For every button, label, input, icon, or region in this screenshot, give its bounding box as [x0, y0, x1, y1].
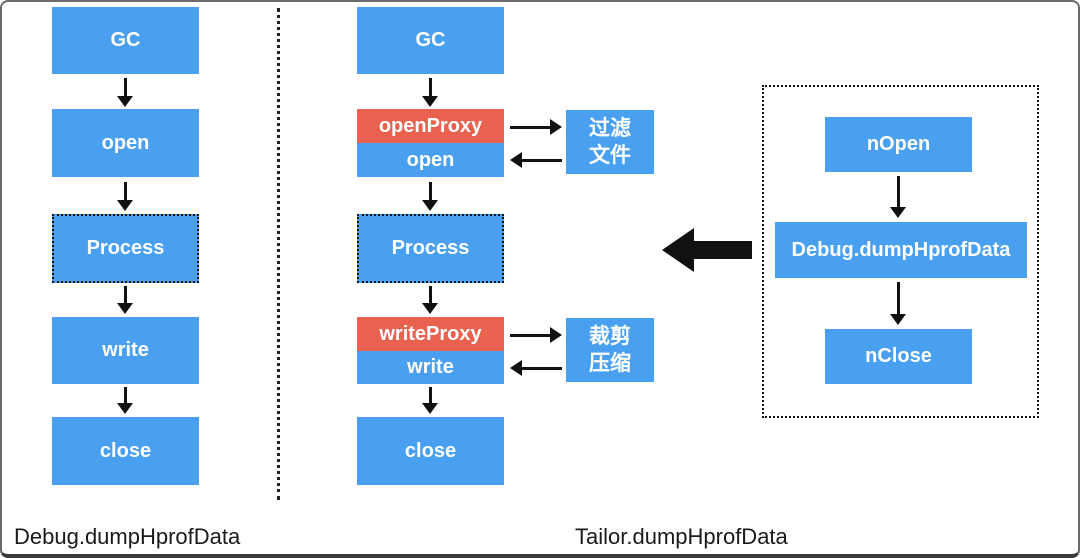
native-flow-group — [762, 85, 1039, 418]
dotted-divider — [277, 8, 280, 500]
node-mid-openproxy: openProxy — [357, 109, 504, 143]
arrow-left-icon — [510, 152, 562, 168]
arrow-down-icon — [422, 78, 438, 107]
filter-file-line1: 过滤 — [589, 117, 631, 140]
arrow-down-icon — [422, 182, 438, 211]
caption-tailor-dumphprofdata: Tailor.dumpHprofData — [575, 524, 788, 549]
node-nclose: nClose — [825, 329, 972, 384]
node-left-close: close — [52, 417, 199, 485]
arrow-down-icon — [117, 286, 133, 314]
arrow-down-icon — [890, 176, 906, 218]
node-debug-dumphprofdata: Debug.dumpHprofData — [775, 222, 1027, 278]
node-mid-process: Process — [357, 214, 504, 283]
node-mid-writeproxy: writeProxy — [357, 317, 504, 351]
arrow-down-icon — [422, 286, 438, 314]
arrow-right-icon — [510, 119, 562, 135]
big-left-arrow-icon — [662, 228, 752, 272]
trim-compress-line1: 裁剪 — [589, 325, 631, 348]
arrow-down-icon — [117, 182, 133, 211]
arrow-left-icon — [510, 360, 562, 376]
arrow-down-icon — [117, 78, 133, 107]
node-mid-close: close — [357, 417, 504, 485]
node-trim-compress: 裁剪 压缩 — [566, 318, 654, 382]
node-mid-open: open — [357, 143, 504, 177]
arrow-down-icon — [890, 282, 906, 325]
arrow-right-icon — [510, 327, 562, 343]
node-left-write: write — [52, 317, 199, 384]
arrow-down-icon — [117, 387, 133, 414]
node-filter-file: 过滤 文件 — [566, 110, 654, 174]
caption-debug-dumphprofdata: Debug.dumpHprofData — [14, 524, 241, 549]
node-left-gc: GC — [52, 7, 199, 74]
node-nopen: nOpen — [825, 117, 972, 172]
node-left-process: Process — [52, 214, 199, 283]
filter-file-line2: 文件 — [589, 144, 631, 167]
node-mid-write: write — [357, 351, 504, 384]
node-left-open: open — [52, 109, 199, 177]
arrow-down-icon — [422, 387, 438, 414]
node-mid-gc: GC — [357, 7, 504, 74]
trim-compress-line2: 压缩 — [589, 352, 631, 375]
